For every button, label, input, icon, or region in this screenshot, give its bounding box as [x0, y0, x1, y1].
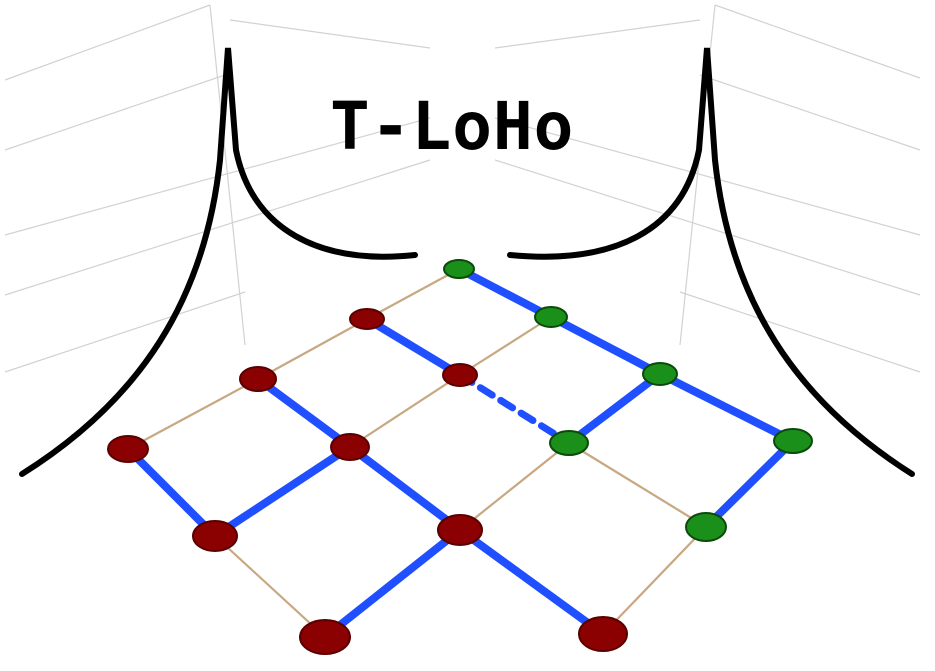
node-green — [443, 259, 475, 279]
node-red — [437, 514, 483, 546]
green-nodes — [443, 259, 813, 542]
diagram-title: T-LoHo — [330, 88, 575, 165]
node-green — [685, 512, 727, 542]
node-green — [642, 362, 678, 386]
red-nodes — [107, 308, 628, 655]
weak-edges — [127, 268, 707, 638]
strong-edges — [124, 265, 797, 641]
node-green — [534, 306, 568, 328]
node-red — [349, 308, 385, 330]
node-red — [107, 435, 149, 463]
node-red — [299, 619, 351, 655]
left-curve-outer — [19, 47, 418, 477]
node-green — [549, 430, 589, 456]
node-red — [578, 616, 628, 652]
node-red — [192, 520, 238, 552]
right-curve-outer — [507, 47, 915, 477]
node-red — [442, 363, 478, 387]
node-red — [330, 433, 370, 461]
density-curves — [19, 47, 915, 477]
background-guides — [4, 4, 921, 373]
node-red — [239, 366, 277, 392]
node-green — [773, 428, 813, 454]
